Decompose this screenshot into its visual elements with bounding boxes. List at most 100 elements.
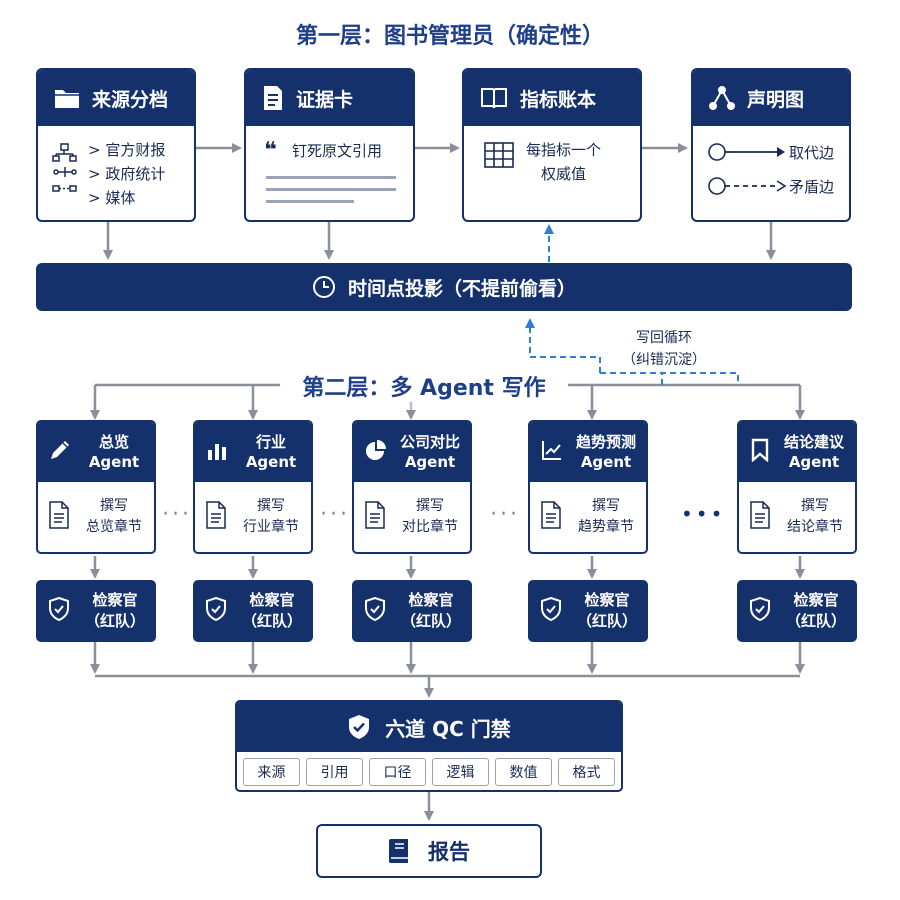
evidence-body: ❝ 钉死原文引用 — [246, 126, 413, 220]
inspector-label: 检察官（红队） — [237, 590, 313, 632]
qc-tag-format: 格式 — [558, 758, 615, 786]
hierarchy-icon — [52, 143, 77, 192]
agent-task: 撰写总览章节 — [78, 496, 154, 538]
agent-task: 撰写趋势章节 — [570, 496, 646, 538]
sources-card-header: 来源分档 — [38, 70, 194, 126]
ellipsis: ··· — [320, 502, 350, 527]
ledger-card-header: 指标账本 — [464, 70, 640, 126]
agent-task-line2: 结论章节 — [787, 519, 843, 535]
inspector-red-team-box: 检察官 （红队） — [528, 580, 648, 642]
inspector-line2: （红队） — [241, 612, 302, 630]
ledger-text-line2: 权威值 — [541, 165, 587, 183]
inspector-red-team-box: 检察官（红队） — [193, 580, 313, 642]
ledger-title: 指标账本 — [520, 88, 597, 111]
ellipsis: ··· — [162, 502, 192, 527]
graph-icon — [709, 86, 735, 110]
inspector-red-team-box: 检察官（红队） — [737, 580, 857, 642]
claims-card-header: 声明图 — [693, 70, 849, 126]
evidence-title: 证据卡 — [296, 88, 354, 111]
shield-icon — [540, 596, 562, 625]
evidence-card-header: 证据卡 — [246, 70, 413, 126]
agent-task-line2: 总览章节 — [86, 519, 142, 535]
agent-name-line2: Agent — [88, 453, 140, 471]
inspector-label: 检察官 （红队） — [80, 590, 156, 632]
agent-task: 撰写结论章节 — [779, 496, 855, 538]
qc-tag-logic: 逻辑 — [432, 758, 489, 786]
agent-task: 撰写对比章节 — [394, 496, 470, 538]
document-icon — [364, 501, 386, 533]
time-projection-bar: 时间点投影（不提前偷看） — [36, 263, 852, 311]
inspector-line2: （红队） — [84, 612, 145, 630]
agent-task-line1: 撰写 — [801, 498, 829, 514]
edge-conflict-label: 矛盾边 — [789, 178, 835, 196]
report-box: 报告 — [316, 824, 542, 878]
loop-line2: （纠错沉淀） — [622, 352, 706, 368]
clock-icon — [312, 276, 335, 298]
folder-icon — [55, 90, 79, 108]
document-icon — [264, 86, 282, 110]
table-icon — [484, 142, 514, 168]
qc-gate-header: 六道 QC 门禁 — [237, 702, 621, 752]
agent-task-line1: 撰写 — [257, 498, 285, 514]
agent-task-line2: 行业章节 — [243, 519, 299, 535]
claims-card: 声明图 取代边 矛盾边 — [691, 68, 851, 222]
quote-icon: ❝ — [264, 138, 277, 163]
inspector-label: 检察官（红队） — [781, 590, 857, 632]
qc-tag-value: 数值 — [495, 758, 552, 786]
projection-label: 时间点投影（不提前偷看） — [347, 277, 576, 300]
agent-task-line1: 撰写 — [100, 498, 128, 514]
edge-diagram — [708, 143, 787, 195]
agent-task-line2: 对比章节 — [402, 519, 458, 535]
ledger-body: 每指标一个 权威值 — [464, 126, 640, 220]
agent-body: 撰写结论章节 — [739, 482, 855, 552]
text-line — [266, 176, 396, 179]
claims-body: 取代边 矛盾边 — [693, 126, 849, 220]
pie-chart-icon — [364, 438, 388, 466]
trend-icon — [540, 438, 564, 466]
qc-tags: 来源 引用 口径 逻辑 数值 格式 — [237, 752, 621, 786]
claims-title: 声明图 — [747, 88, 805, 111]
layer2-title: 第二层：多 Agent 写作 — [280, 370, 568, 402]
inspector-line2: （红队） — [576, 612, 637, 630]
agent-body: 撰写行业章节 — [195, 482, 311, 552]
edge-supersede-label: 取代边 — [789, 144, 835, 162]
inspector-red-team-box: 检察官 （红队） — [36, 580, 156, 642]
agent-body: 撰写对比章节 — [354, 482, 470, 552]
agent-name-line1: 公司对比 — [399, 433, 460, 451]
agent-task-line1: 撰写 — [416, 498, 444, 514]
shield-icon — [48, 596, 70, 625]
agent-body: 撰写总览章节 — [38, 482, 154, 552]
source-item-official: > 官方财报 — [88, 141, 166, 159]
agent-task: 撰写行业章节 — [235, 496, 311, 538]
bar-chart-icon — [205, 438, 229, 466]
inspector-line1: 检察官 — [92, 591, 138, 609]
pencil-icon — [48, 438, 72, 466]
inspector-line2: （红队） — [400, 612, 461, 630]
inspector-label: 检察官（红队） — [396, 590, 472, 632]
agent-name-line2: Agent — [788, 453, 840, 471]
loop-line1: 写回循环 — [636, 330, 692, 346]
inspector-line1: 检察官 — [584, 591, 630, 609]
document-icon — [749, 501, 771, 533]
shield-icon — [749, 596, 771, 625]
agent-name-line1: 行业 — [255, 433, 286, 451]
sources-card: 来源分档 > 官方财报 > 政府统计 > 媒体 — [36, 68, 196, 222]
ellipsis: ··· — [490, 502, 520, 527]
layer1-title: 第一层：图书管理员（确定性） — [295, 24, 604, 49]
book-icon — [481, 88, 507, 109]
text-line — [266, 200, 354, 203]
evidence-card: 证据卡 ❝ 钉死原文引用 — [244, 68, 415, 222]
agent-body: 撰写趋势章节 — [530, 482, 646, 552]
document-icon — [540, 501, 562, 533]
document-icon — [205, 501, 227, 533]
